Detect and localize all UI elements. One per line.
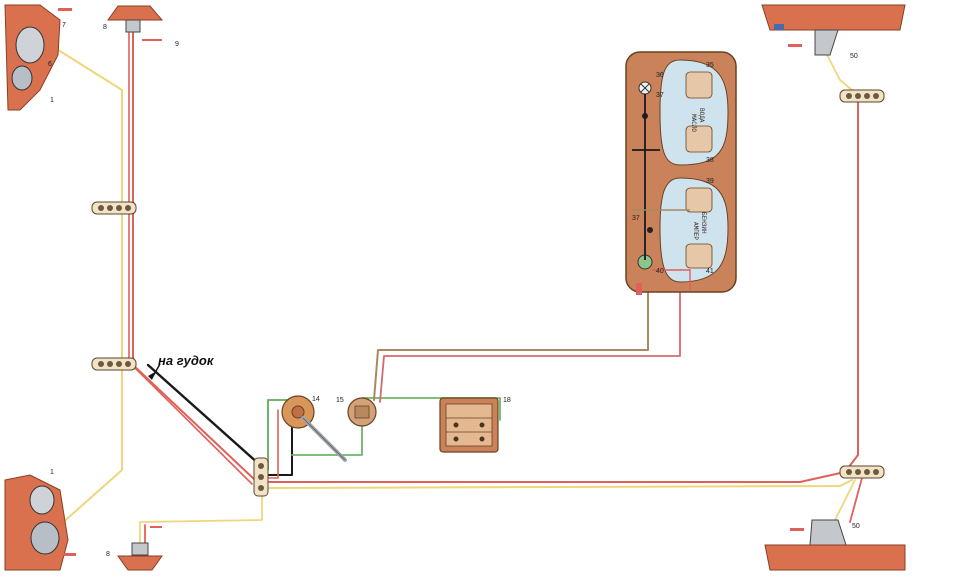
instrument-cluster: ВОДА МАСЛО БЕНЗИН АМПЕР 36 37 35 38 39 3… — [625, 51, 737, 295]
callout-8-bottom: 8 — [106, 551, 110, 558]
horn-annotation: на гудок — [148, 353, 215, 380]
callout-36: 36 — [656, 72, 664, 79]
gauge-label-fuel: БЕНЗИН — [700, 212, 707, 234]
callout-50-bottom: 50 — [852, 523, 860, 530]
wire-black-horn — [146, 363, 262, 467]
wire-red-left-trunk-2 — [128, 29, 253, 485]
wire-red-main — [261, 99, 859, 483]
callout-6: 6 — [48, 61, 52, 68]
callout-1-bottom: 1 — [50, 469, 54, 476]
callout-18: 18 — [503, 397, 511, 404]
callout-41: 41 — [706, 268, 714, 275]
connector-block-right-upper — [839, 89, 885, 103]
callout-15: 15 — [336, 397, 344, 404]
wire-yellow-main — [261, 479, 853, 489]
connector-block-left-upper — [91, 201, 137, 215]
callout-9: 9 — [175, 41, 179, 48]
tail-lamp-bottom-right: 50 — [764, 519, 906, 571]
callout-35: 35 — [706, 62, 714, 69]
callout-40: 40 — [656, 268, 664, 275]
horn-label: на гудок — [158, 353, 215, 368]
callout-8-top: 8 — [103, 24, 107, 31]
callout-37-bottom: 37 — [632, 215, 640, 222]
wire-black-switch — [261, 414, 293, 476]
headlamp-bottom-left: 1 — [4, 469, 76, 571]
wires — [54, 29, 863, 549]
callout-7: 7 — [62, 22, 66, 29]
callout-14: 14 — [312, 396, 320, 403]
connector-block-center — [253, 457, 269, 497]
wire-red-left-trunk — [132, 29, 256, 481]
gauge-label-amps: АМПЕР — [692, 222, 699, 240]
tail-lamp-top-right: 50 — [761, 4, 906, 60]
wire-red-panel — [379, 289, 681, 403]
connector-block-left-lower — [91, 357, 137, 371]
light-switch-14: 14 — [281, 395, 347, 462]
gauge-label-oil: МАСЛО — [690, 114, 697, 132]
callout-37-top: 37 — [656, 92, 664, 99]
callout-50-top: 50 — [850, 53, 858, 60]
headlamp-top-left: 7 6 1 — [4, 4, 72, 111]
connector-block-right-lower — [839, 465, 885, 479]
callout-39: 39 — [706, 178, 714, 185]
callout-1-top: 1 — [50, 97, 54, 104]
wire-right-lower — [834, 479, 856, 521]
callout-38: 38 — [706, 157, 714, 164]
sidelamp-top: 8 9 — [103, 5, 179, 48]
wire-brown-panel — [373, 289, 649, 401]
ignition-switch-15: 15 — [336, 397, 377, 427]
sidelamp-bottom: 8 — [106, 526, 163, 571]
gauge-label-water: ВОДА — [698, 108, 705, 123]
voltage-regulator-18: 18 — [439, 397, 511, 453]
wire-red-bottom-lamp — [139, 489, 263, 549]
wire-yellow-left-trunk — [54, 47, 123, 526]
wire-right-lower-2 — [849, 477, 863, 523]
